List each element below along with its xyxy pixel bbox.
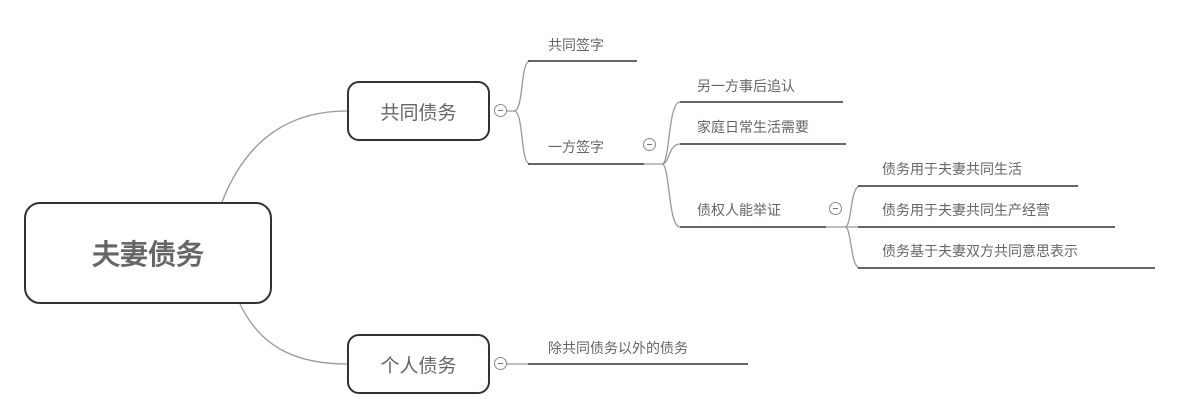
node-personal-debt[interactable]: 个人债务 <box>347 334 490 394</box>
root-node[interactable]: 夫妻债务 <box>24 202 272 304</box>
collapse-one-sign-icon[interactable] <box>643 138 656 151</box>
connector-creditor-children <box>826 185 861 269</box>
node-daily-needs[interactable]: 家庭日常生活需要 <box>697 120 809 136</box>
node-common-life[interactable]: 债务用于夫妻共同生活 <box>882 162 1022 178</box>
node-one-sign[interactable]: 一方签字 <box>548 140 604 156</box>
node-joint-debt[interactable]: 共同债务 <box>347 81 490 141</box>
node-common-intent[interactable]: 债务基于夫妻双方共同意思表示 <box>882 244 1078 260</box>
node-joint-sign[interactable]: 共同签字 <box>548 38 604 54</box>
connector-root-joint <box>221 110 348 203</box>
collapse-creditor-icon[interactable] <box>829 202 842 215</box>
connector-joint-children <box>507 60 531 165</box>
collapse-joint-debt-icon[interactable] <box>494 104 507 117</box>
node-other-debt[interactable]: 除共同债务以外的债务 <box>548 341 688 357</box>
connector-root-personal <box>239 303 348 365</box>
connector-one-sign-children <box>644 101 681 228</box>
node-common-business[interactable]: 债务用于夫妻共同生产经营 <box>882 203 1050 219</box>
node-creditor-proof[interactable]: 债权人能举证 <box>697 203 781 219</box>
node-ratify[interactable]: 另一方事后追认 <box>697 79 795 95</box>
collapse-personal-debt-icon[interactable] <box>494 357 507 370</box>
